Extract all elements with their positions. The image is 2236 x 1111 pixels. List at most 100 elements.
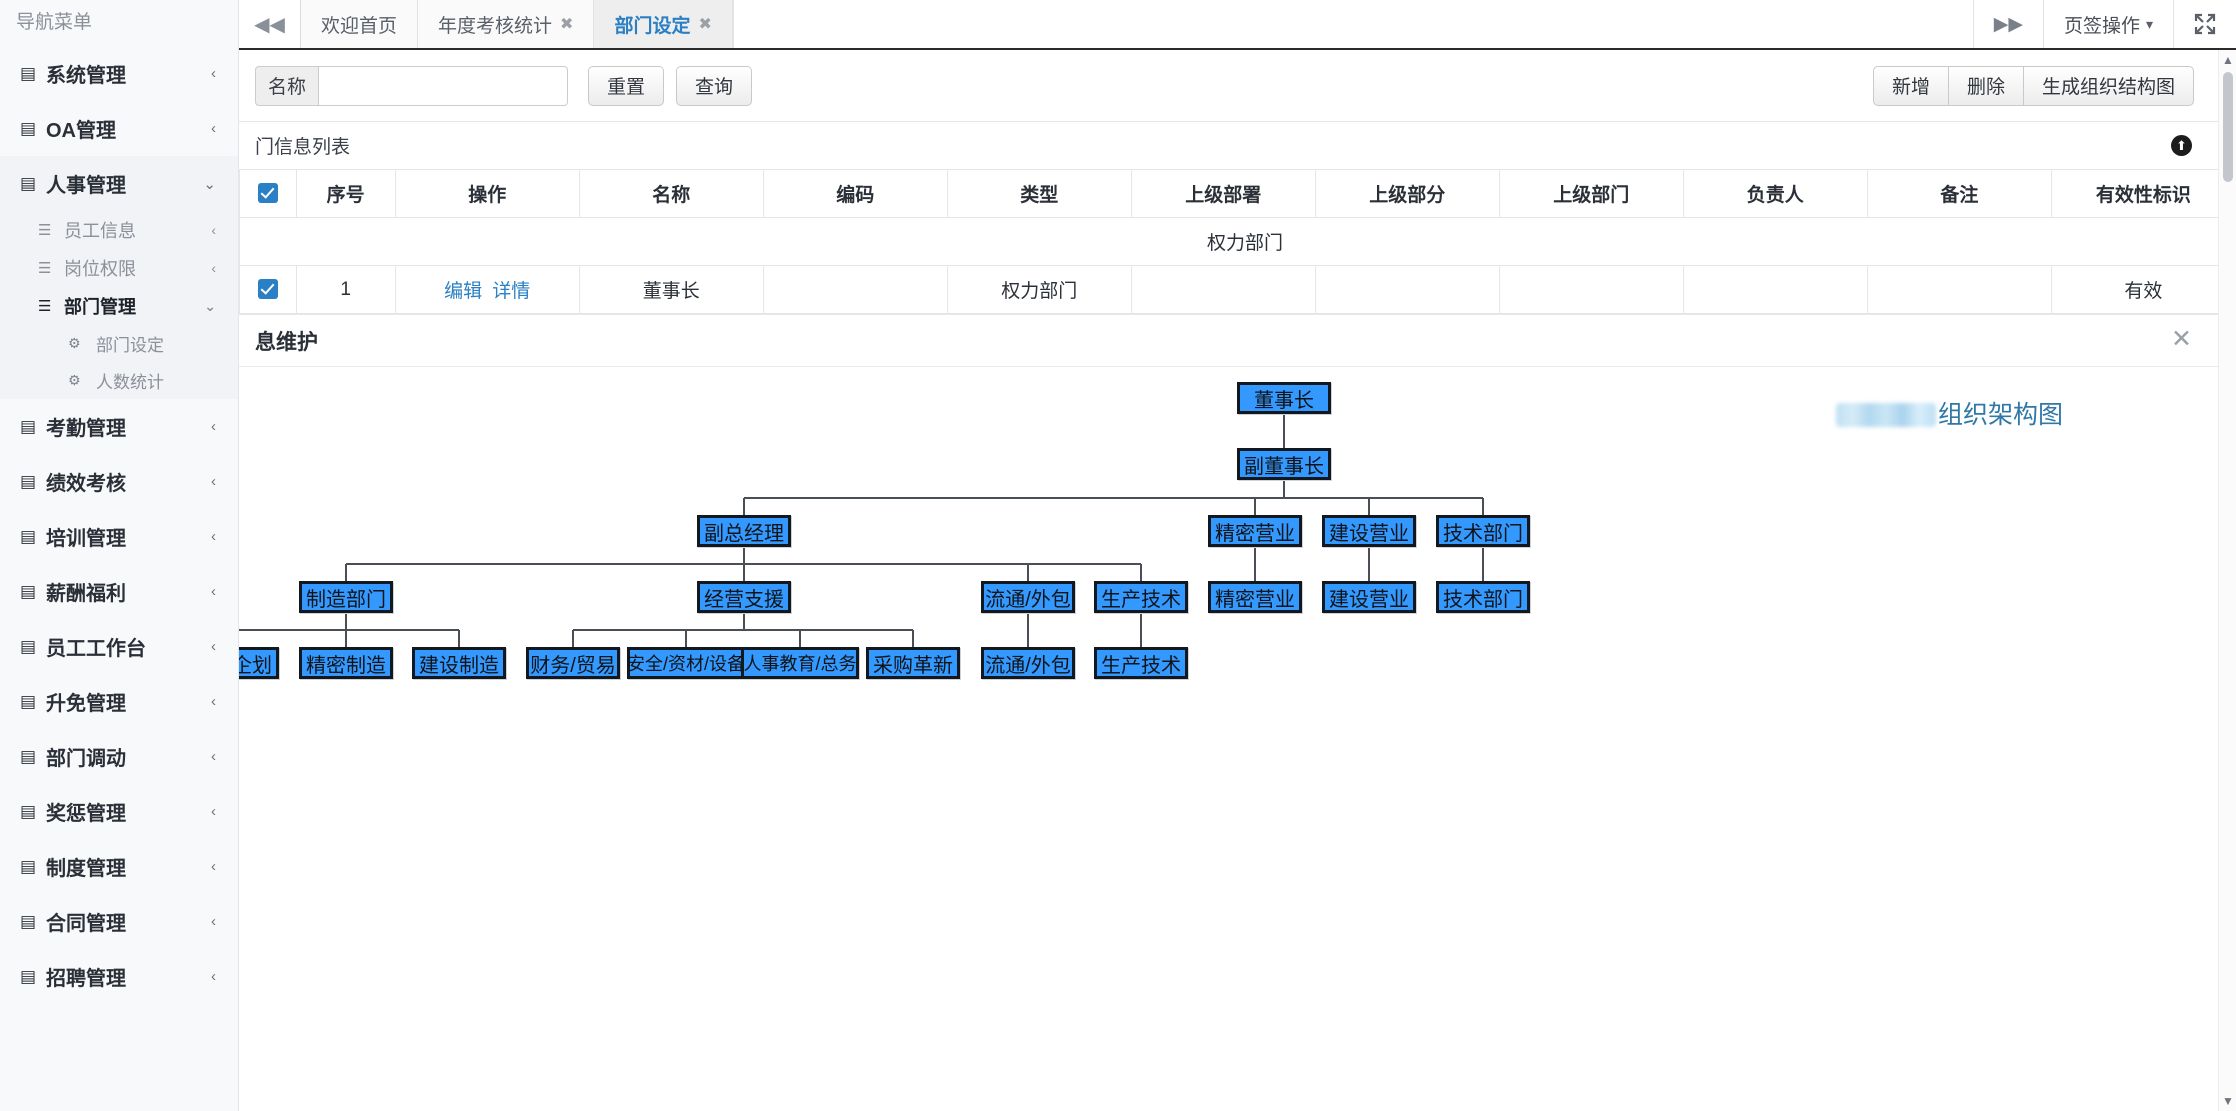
th-parent-dept: 上级部门 [1498,169,1684,218]
org-node[interactable]: 安全/资材/设备 [627,647,745,679]
org-node[interactable]: 经营支援 [697,581,791,613]
org-node[interactable]: 精密营业 [1208,581,1302,613]
page-ops-dropdown[interactable]: 页签操作 ▾ [2042,0,2173,48]
org-edge [1027,564,1029,581]
tab-welcome[interactable]: 欢迎首页 [301,0,419,48]
sidebar-item-promotion[interactable]: ▤ 升免管理 ‹ [0,674,238,729]
sidebar-item-recruitment[interactable]: ▤ 招聘管理 ‹ [0,949,238,1004]
add-button[interactable]: 新增 [1872,65,1949,106]
org-node[interactable]: 生产技术 [1094,581,1188,613]
sidebar-item-label: 制度管理 [46,858,126,880]
detail-link[interactable]: 详情 [492,281,531,302]
org-node[interactable]: 建设制造 [412,647,506,679]
org-node[interactable]: 生产技术 [1094,647,1188,679]
sidebar-item-dept-transfer[interactable]: ▤ 部门调动 ‹ [0,729,238,784]
chevron-right-icon: ‹ [211,473,216,490]
chevron-right-icon: ‹ [211,418,216,435]
book-icon: ▤ [20,966,37,986]
close-icon[interactable]: ✖ [560,16,574,33]
list-icon: ☰ [38,260,52,277]
org-node[interactable]: 流通/外包 [981,647,1075,679]
sidebar-item-compensation[interactable]: ▤ 薪酬福利 ‹ [0,564,238,619]
th-select-all[interactable] [239,169,297,218]
sidebar-item-system[interactable]: ▤ 系统管理 ‹ [0,46,238,101]
chevron-right-icon: ‹ [211,858,216,875]
name-filter-input[interactable] [318,65,569,106]
th-parent-division: 上级部分 [1314,169,1500,218]
table-row[interactable]: 1 编辑详情 董事长 权力部门 有效 [239,265,2236,314]
tabs-scroll-left-button[interactable]: ◀◀ [239,0,301,48]
sidebar-item-label: 升免管理 [46,693,126,715]
sidebar-item-reward-punishment[interactable]: ▤ 奖惩管理 ‹ [0,784,238,839]
fullscreen-button[interactable] [2173,0,2236,48]
select-all-checkbox[interactable] [257,183,278,204]
org-node[interactable]: 采购革新 [866,647,960,679]
org-node[interactable]: 董事长 [1237,382,1331,414]
sidebar-item-attendance[interactable]: ▤ 考勤管理 ‹ [0,399,238,454]
row-parent-dept [1498,265,1684,314]
sidebar-item-post-permission[interactable]: ☰ 岗位权限 ‹ [0,249,238,287]
org-node[interactable]: 技术部门 [1436,515,1530,547]
tab-dept-setting[interactable]: 部门设定 ✖ [594,0,733,48]
org-chart-canvas[interactable]: 组织架构图 董事长副董事长副总经理精密营业建设营业技术部门制造部门经营支援流通/… [239,367,2236,907]
sidebar-item-employee-info[interactable]: ☰ 员工信息 ‹ [0,211,238,249]
close-icon[interactable]: ✕ [2171,325,2192,353]
close-icon[interactable]: ✖ [698,16,712,33]
department-table: 序号 操作 名称 编码 类型 上级部署 上级部分 上级部门 负责人 备注 有效性… [239,169,2236,314]
tab-annual-review-stats[interactable]: 年度考核统计 ✖ [418,0,595,48]
sidebar-item-oa[interactable]: ▤ OA管理 ‹ [0,101,238,156]
org-node[interactable]: 精密制造 [299,647,393,679]
sidebar-item-headcount-stats[interactable]: ⚙ 人数统计 [0,362,238,399]
chevron-right-icon: ‹ [211,803,216,820]
main-content: 名称 重置 查询 新增 删除 生成组织结构图 门信息列表 ⬆ [239,50,2236,1111]
org-node[interactable]: 人事教育/总务 [741,647,859,679]
tabs-scroll-right-button[interactable]: ▶▶ [1972,0,2043,48]
chevron-right-icon: ‹ [211,222,216,238]
org-node[interactable]: 制造企划 [239,647,279,679]
org-node[interactable]: 精密营业 [1208,515,1302,547]
org-node[interactable]: 流通/外包 [981,581,1075,613]
th-owner: 负责人 [1682,169,1868,218]
delete-button[interactable]: 删除 [1947,65,2024,106]
vertical-scroll-thumb[interactable] [2223,72,2233,182]
generate-org-chart-button[interactable]: 生成组织结构图 [2022,65,2194,106]
query-button[interactable]: 查询 [676,65,753,106]
reset-button[interactable]: 重置 [588,65,665,106]
row-remark [1866,265,2052,314]
panel-title: 息维护 [255,330,318,354]
org-node[interactable]: 制造部门 [299,581,393,613]
sidebar: 导航菜单 ▤ 系统管理 ‹ ▤ OA管理 ‹ ▤ 人事管理 ⌄ ☰ 员工信息 ‹… [0,0,239,1111]
sidebar-item-dept-management[interactable]: ☰ 部门管理 ⌄ [0,287,238,325]
vertical-scrollbar[interactable]: ▲ ▼ [2218,50,2236,1111]
sidebar-item-training[interactable]: ▤ 培训管理 ‹ [0,509,238,564]
org-node[interactable]: 技术部门 [1436,581,1530,613]
sidebar-item-contract[interactable]: ▤ 合同管理 ‹ [0,894,238,949]
sidebar-item-employee-workbench[interactable]: ▤ 员工工作台 ‹ [0,619,238,674]
org-node[interactable]: 副董事长 [1237,448,1331,480]
org-node[interactable]: 建设营业 [1322,581,1416,613]
row-select-cell[interactable] [239,265,297,314]
collapse-toggle-icon[interactable]: ⬆ [2171,135,2192,156]
list-icon: ☰ [38,222,52,239]
tab-label: 年度考核统计 [438,15,553,37]
scroll-down-icon[interactable]: ▼ [2222,1094,2234,1108]
book-icon: ▤ [20,118,37,138]
th-type: 类型 [946,169,1132,218]
chevron-right-icon: ‹ [211,65,216,82]
th-parent-bureau: 上级部署 [1130,169,1316,218]
sidebar-item-label: 招聘管理 [46,968,126,990]
chevron-right-icon: ‹ [211,528,216,545]
org-edge [458,630,460,647]
org-node[interactable]: 财务/贸易 [526,647,620,679]
row-checkbox[interactable] [257,279,278,300]
org-node[interactable]: 建设营业 [1322,515,1416,547]
th-index: 序号 [295,169,396,218]
sidebar-item-policy[interactable]: ▤ 制度管理 ‹ [0,839,238,894]
org-node[interactable]: 副总经理 [697,515,791,547]
sidebar-item-hr[interactable]: ▤ 人事管理 ⌄ [0,156,238,211]
scroll-up-icon[interactable]: ▲ [2222,53,2234,67]
edit-link[interactable]: 编辑 [444,281,483,302]
sidebar-item-performance[interactable]: ▤ 绩效考核 ‹ [0,454,238,509]
sidebar-item-dept-setting[interactable]: ⚙ 部门设定 [0,325,238,362]
chevron-down-icon: ▾ [2145,15,2153,32]
